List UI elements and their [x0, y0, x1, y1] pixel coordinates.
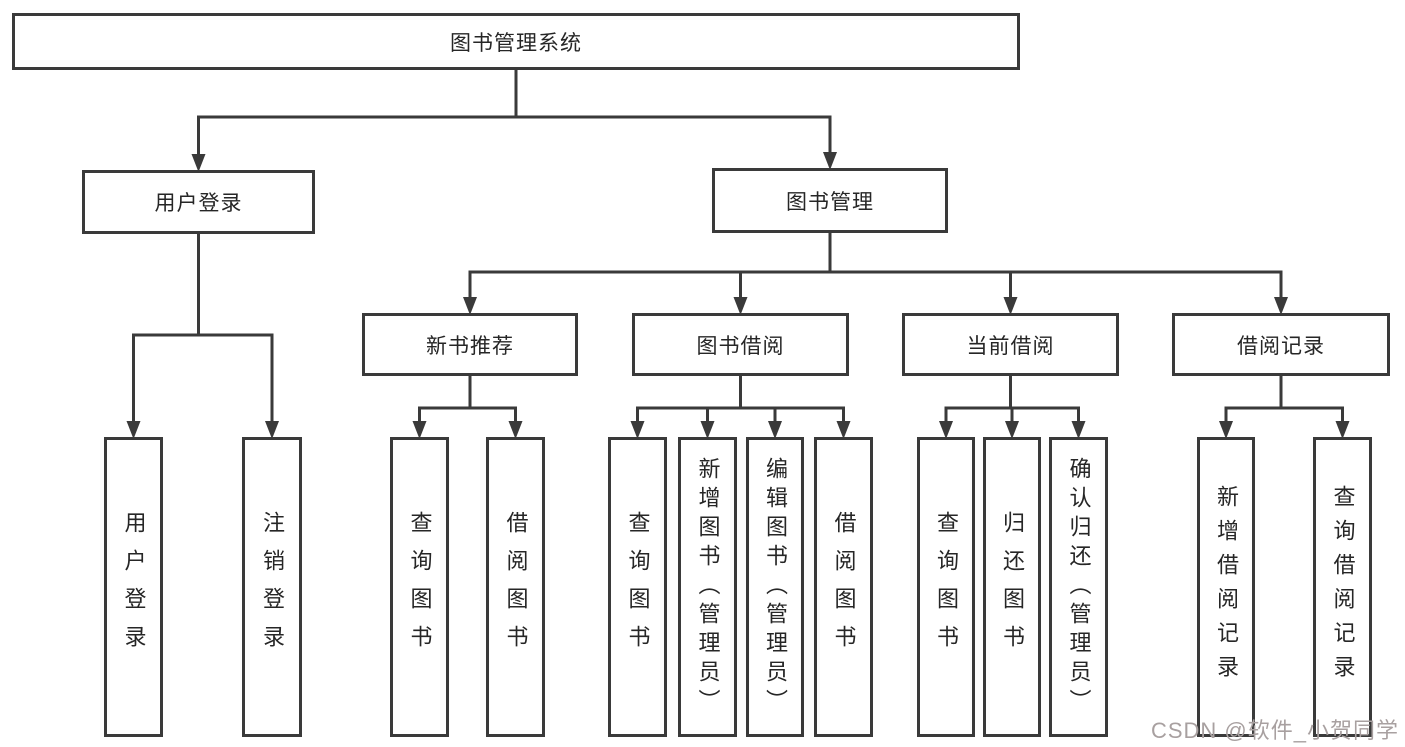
node-leaf-bb-query: 查询图书	[608, 437, 667, 737]
arrowhead-icon	[1005, 421, 1019, 439]
node-label: 注销登录	[260, 511, 285, 663]
node-leaf-cb-return: 归还图书	[983, 437, 1041, 737]
arrowhead-icon	[1003, 297, 1018, 315]
node-label: 查询借阅记录	[1330, 485, 1356, 689]
node-new-book-rec: 新书推荐	[362, 313, 578, 376]
node-label: 图书借阅	[696, 334, 785, 358]
arrowhead-icon	[836, 421, 851, 439]
node-label: 新增图书（管理员）	[695, 456, 721, 718]
csdn-watermark: CSDN @软件_小贺同学	[1150, 718, 1399, 743]
node-leaf-nbr-borrow: 借阅图书	[486, 437, 545, 737]
node-label: 查询图书	[934, 511, 959, 663]
arrowhead-icon	[1071, 421, 1086, 439]
node-label: 用户登录	[154, 192, 243, 215]
node-label: 归还图书	[1000, 511, 1025, 663]
arrowhead-icon	[733, 297, 748, 315]
arrowhead-icon	[823, 152, 837, 170]
node-leaf-cb-query: 查询图书	[917, 437, 975, 737]
node-book-mgmt: 图书管理	[712, 168, 948, 233]
node-label: 借阅记录	[1237, 334, 1325, 358]
node-leaf-user-login: 用户登录	[104, 437, 163, 737]
node-leaf-br-query: 查询借阅记录	[1313, 437, 1372, 737]
node-label: 查询图书	[407, 511, 433, 663]
arrowhead-icon	[700, 421, 715, 439]
node-user-login: 用户登录	[82, 170, 315, 234]
node-label: 查询图书	[625, 511, 651, 663]
node-label: 当前借阅	[966, 334, 1055, 358]
node-label: 图书管理系统	[450, 31, 582, 55]
node-label: 编辑图书（管理员）	[763, 456, 788, 718]
arrowhead-icon	[126, 421, 141, 439]
arrowhead-icon	[463, 297, 477, 315]
arrowhead-icon	[1335, 421, 1350, 439]
node-leaf-bb-edit: 编辑图书（管理员）	[746, 437, 804, 737]
node-leaf-nbr-query: 查询图书	[390, 437, 449, 737]
node-label: 确认归还（管理员）	[1066, 456, 1092, 718]
arrowhead-icon	[768, 421, 782, 439]
node-label: 用户登录	[121, 511, 147, 663]
node-label: 图书管理	[786, 190, 874, 214]
node-label: 借阅图书	[831, 511, 857, 663]
tree-branch-lines	[132, 66, 1344, 425]
arrowhead-icon	[1219, 421, 1233, 439]
node-label: 新书推荐	[426, 334, 514, 358]
arrowhead-icon	[412, 421, 427, 439]
node-leaf-bb-add: 新增图书（管理员）	[678, 437, 737, 737]
node-borrow-records: 借阅记录	[1172, 313, 1390, 376]
node-leaf-cb-confirm: 确认归还（管理员）	[1049, 437, 1108, 737]
node-label: 借阅图书	[503, 511, 529, 663]
arrowhead-icon	[508, 421, 523, 439]
node-current-borrow: 当前借阅	[902, 313, 1119, 376]
node-leaf-logout: 注销登录	[242, 437, 302, 737]
node-leaf-br-add: 新增借阅记录	[1197, 437, 1255, 737]
node-label: 新增借阅记录	[1214, 485, 1239, 689]
node-leaf-bb-borrow: 借阅图书	[814, 437, 873, 737]
arrowhead-icon	[1274, 297, 1288, 315]
node-book-borrow: 图书借阅	[632, 313, 849, 376]
arrowhead-icon	[939, 421, 953, 439]
arrowhead-icon	[265, 421, 279, 439]
node-root: 图书管理系统	[12, 13, 1020, 70]
arrowhead-icon	[191, 154, 206, 172]
arrowhead-icon	[630, 421, 645, 439]
